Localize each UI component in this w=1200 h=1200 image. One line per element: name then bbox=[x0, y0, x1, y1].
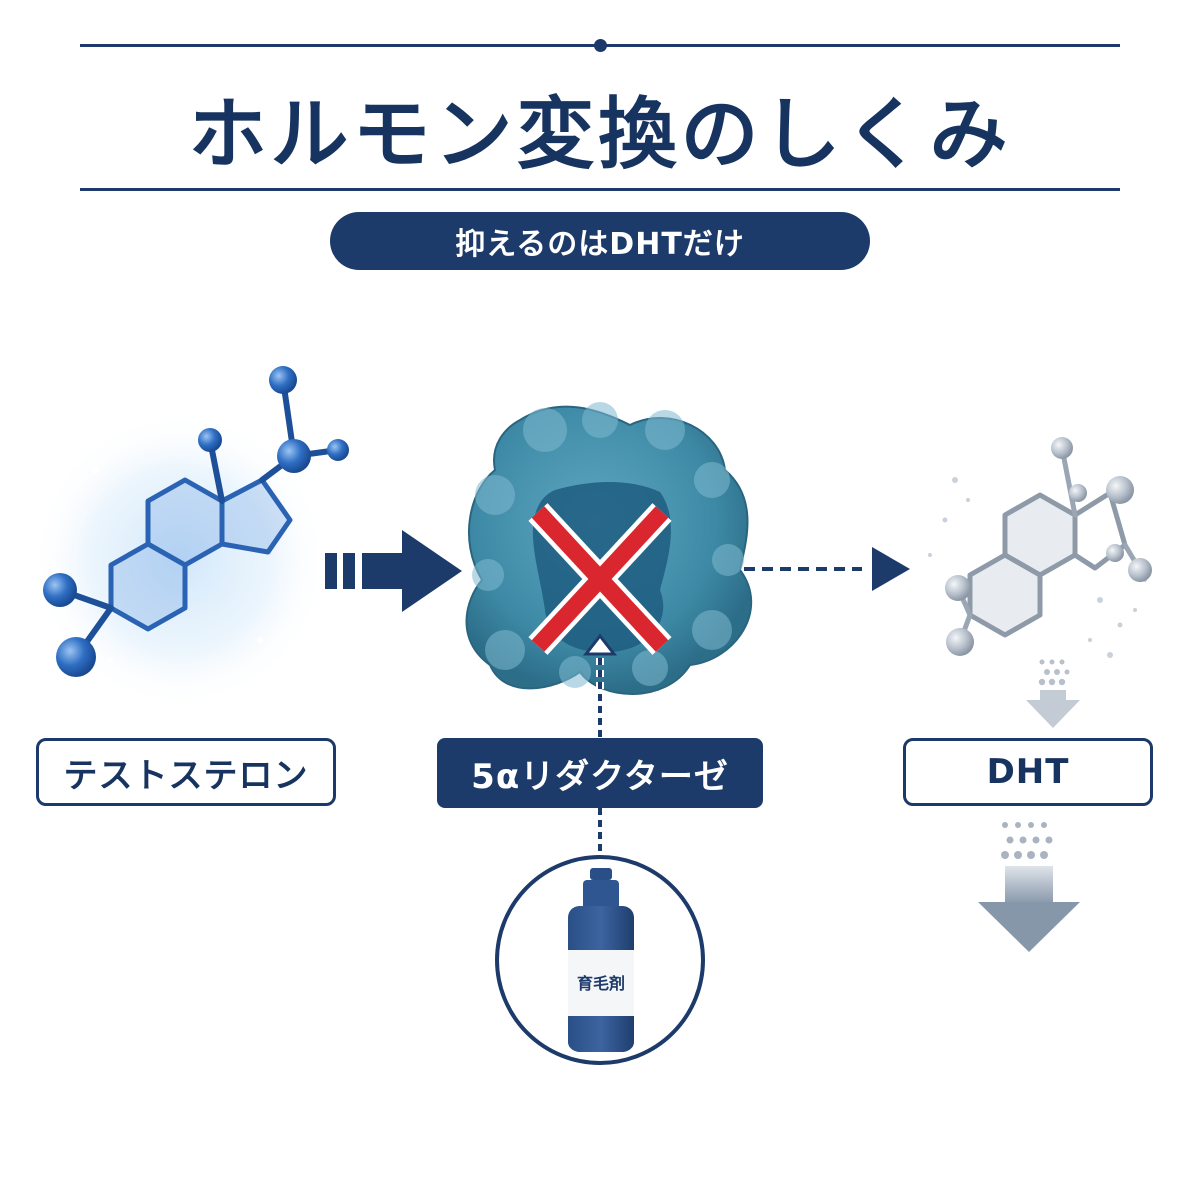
faded-molecule-icon bbox=[928, 437, 1152, 658]
blocked-conversion-arrow bbox=[744, 547, 910, 591]
bottom-rule bbox=[80, 188, 1120, 191]
bottle-label: 育毛剤 bbox=[576, 974, 625, 993]
subtitle-pill: 抑えるのはDHTだけ bbox=[330, 212, 870, 270]
cross-mark-icon bbox=[528, 503, 672, 655]
dht-label: DHT bbox=[903, 738, 1153, 806]
decrease-arrow-large bbox=[978, 822, 1080, 952]
decrease-arrow-small bbox=[1026, 659, 1080, 728]
steroid-molecule-icon bbox=[30, 366, 349, 710]
enzyme-label-text: 5αリダクターゼ bbox=[471, 756, 729, 797]
conversion-arrow bbox=[325, 530, 462, 612]
inhibition-arrow bbox=[582, 633, 618, 858]
enzyme-label: 5αリダクターゼ bbox=[437, 738, 763, 808]
dht-label-text: DHT bbox=[986, 752, 1070, 792]
top-rule-dot bbox=[594, 39, 607, 52]
testosterone-label-text: テストステロン bbox=[63, 755, 309, 796]
enzyme-protein-icon bbox=[465, 402, 753, 695]
testosterone-label: テストステロン bbox=[36, 738, 336, 806]
page-title: ホルモン変換のしくみ bbox=[188, 90, 1012, 180]
subtitle-text: 抑えるのはDHTだけ bbox=[455, 227, 745, 262]
bottle-icon bbox=[568, 868, 634, 1052]
